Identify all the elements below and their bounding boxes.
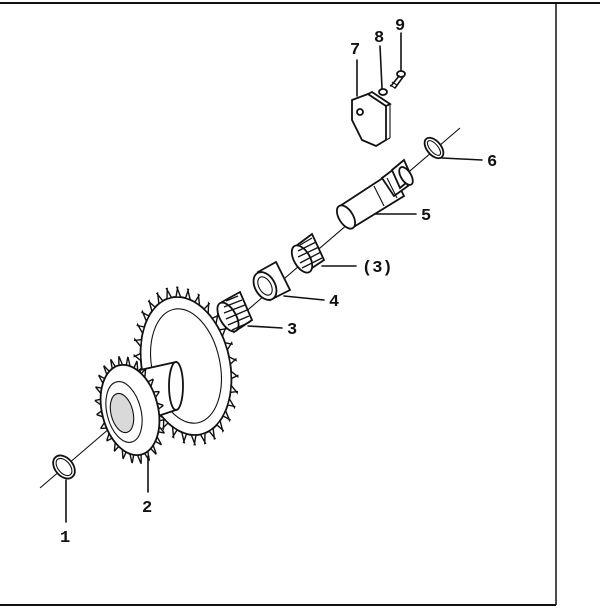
gear-tooth (165, 287, 173, 300)
gear-tooth (222, 409, 231, 423)
callout-5: 5 (421, 207, 431, 226)
part-3-needle-bearing-second (290, 232, 326, 274)
part-8-washer (378, 88, 388, 96)
gear-tooth (133, 352, 142, 363)
gear-tooth (199, 432, 207, 445)
part-7-bracket-plate (351, 90, 392, 148)
gear-tooth (133, 337, 143, 349)
callout-7: 7 (350, 41, 360, 60)
callout-1: 1 (60, 529, 70, 548)
gear-tooth (193, 293, 201, 307)
leader-lines (65, 32, 483, 523)
gear-tooth (171, 425, 179, 439)
gear-tooth (141, 309, 150, 323)
gear-tooth (155, 291, 164, 305)
leader-4 (283, 295, 325, 301)
gear-tooth (208, 427, 217, 441)
callout-3-second: (3) (362, 259, 393, 278)
part-6-snap-ring (423, 136, 445, 160)
gear-tooth (180, 431, 188, 444)
gear-tooth (203, 301, 211, 316)
part-4-sleeve (252, 260, 292, 302)
part-9-screw (389, 70, 406, 89)
part-2-double-gear (94, 286, 239, 464)
callout-3: 3 (287, 321, 297, 340)
leader-3 (247, 325, 283, 329)
gear-tooth (136, 322, 146, 336)
callout-2: 2 (142, 499, 152, 518)
gear-tooth (229, 383, 239, 395)
leader-6 (441, 157, 483, 161)
gear-tooth (228, 355, 237, 366)
callout-9: 9 (395, 17, 405, 36)
gear-tooth (224, 341, 233, 352)
gear-tooth (175, 286, 182, 298)
part-1-snap-ring (52, 454, 76, 480)
part-3-needle-bearing (216, 290, 254, 334)
callout-8: 8 (374, 29, 384, 48)
callout-4: 4 (329, 293, 339, 312)
gear-tooth (184, 288, 192, 301)
gear-tooth (230, 369, 239, 380)
small-gear (94, 356, 166, 464)
leader-8 (379, 45, 383, 89)
callout-6: 6 (487, 153, 497, 172)
part-5-shaft (336, 158, 414, 230)
gear-tooth (215, 419, 225, 433)
gear-tooth (226, 396, 236, 410)
gear-tooth (190, 434, 197, 446)
gear-tooth (147, 299, 157, 313)
